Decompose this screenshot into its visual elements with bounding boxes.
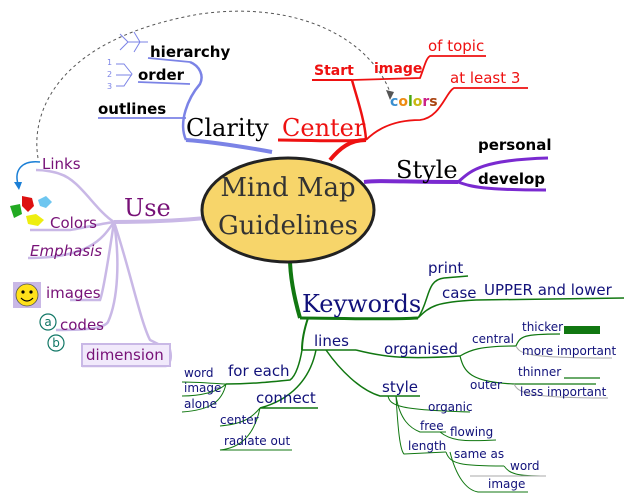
thinner-label: thinner xyxy=(518,365,561,379)
central-title-line1: Mind Map xyxy=(220,173,355,203)
develop-label: develop xyxy=(478,170,545,188)
personal-label: personal xyxy=(478,136,551,154)
use-colors-label: Colors xyxy=(50,214,97,232)
style-label: Style xyxy=(396,156,458,184)
more-important-label: more important xyxy=(522,344,616,358)
order-label: order xyxy=(138,66,185,84)
code-b-letter: b xyxy=(52,336,60,350)
case-label: case xyxy=(442,284,476,302)
clarity-branch xyxy=(98,31,273,154)
code-a-letter: a xyxy=(44,315,51,329)
less-important-label: less important xyxy=(520,385,607,399)
of-topic-label: of topic xyxy=(428,37,484,55)
outlines-label: outlines xyxy=(98,100,166,118)
order-number-1: 1 xyxy=(107,58,112,67)
images-label: images xyxy=(46,284,101,302)
links-arrow-icon xyxy=(16,161,41,185)
clarity-icon-numbers: 1 2 3 xyxy=(107,58,112,91)
order-number-3: 3 xyxy=(107,82,112,91)
free-label: free xyxy=(420,419,444,433)
keywords-branch xyxy=(181,257,625,493)
print-label: print xyxy=(428,259,463,277)
code-b-icon xyxy=(47,334,65,352)
for-each-word-label: word xyxy=(184,366,214,380)
emphasis-label: Emphasis xyxy=(30,242,102,260)
colors-splash-icon xyxy=(10,196,52,226)
same-as-image-label: image xyxy=(488,477,525,491)
outer-label: outer xyxy=(470,378,502,392)
connect-label: connect xyxy=(256,389,316,407)
keywords-label: Keywords xyxy=(302,290,421,318)
for-each-label: for each xyxy=(228,362,290,380)
at-least-3-label: at least 3 xyxy=(450,69,520,87)
hierarchy-label: hierarchy xyxy=(150,43,230,61)
organised-label: organised xyxy=(384,340,458,358)
links-arrow-icon-head xyxy=(14,182,22,190)
central-label: central xyxy=(472,332,514,346)
links-label: Links xyxy=(42,155,81,173)
style-branch xyxy=(363,156,549,192)
radiate-out-label: radiate out xyxy=(224,434,290,448)
same-as-label: same as xyxy=(454,447,504,461)
link-arrow xyxy=(36,10,391,159)
connect-center-label: center xyxy=(220,413,259,427)
center-branch xyxy=(277,55,528,162)
image-label: image xyxy=(374,61,422,77)
thicker-label: thicker xyxy=(522,320,563,334)
same-as-word-label: word xyxy=(510,459,540,473)
flowing-label: flowing xyxy=(450,425,493,439)
central-ellipse xyxy=(200,156,376,264)
use-label: Use xyxy=(124,194,171,222)
for-each-image-label: image xyxy=(184,381,221,395)
clarity-label: Clarity xyxy=(186,114,269,142)
upper-lower-label: UPPER and lower xyxy=(484,281,613,299)
link-arrow-head xyxy=(386,90,394,100)
use-branch xyxy=(27,168,207,368)
colors-rainbow-label: colors xyxy=(390,94,438,110)
center-label: Center xyxy=(282,114,366,142)
organic-label: organic xyxy=(428,400,473,414)
code-a-icon xyxy=(39,313,57,331)
dimension-label: dimension xyxy=(86,346,164,364)
length-label: length xyxy=(408,439,446,453)
for-each-alone-label: alone xyxy=(184,397,217,411)
start-label: Start xyxy=(314,63,354,79)
smiley-icon xyxy=(13,282,41,308)
kw-style-label: style xyxy=(382,378,418,396)
codes-label: codes xyxy=(60,316,104,334)
lines-label: lines xyxy=(314,332,349,350)
central-title-line2: Guidelines xyxy=(218,211,358,241)
order-number-2: 2 xyxy=(107,70,112,79)
thicker-bar xyxy=(564,326,600,334)
